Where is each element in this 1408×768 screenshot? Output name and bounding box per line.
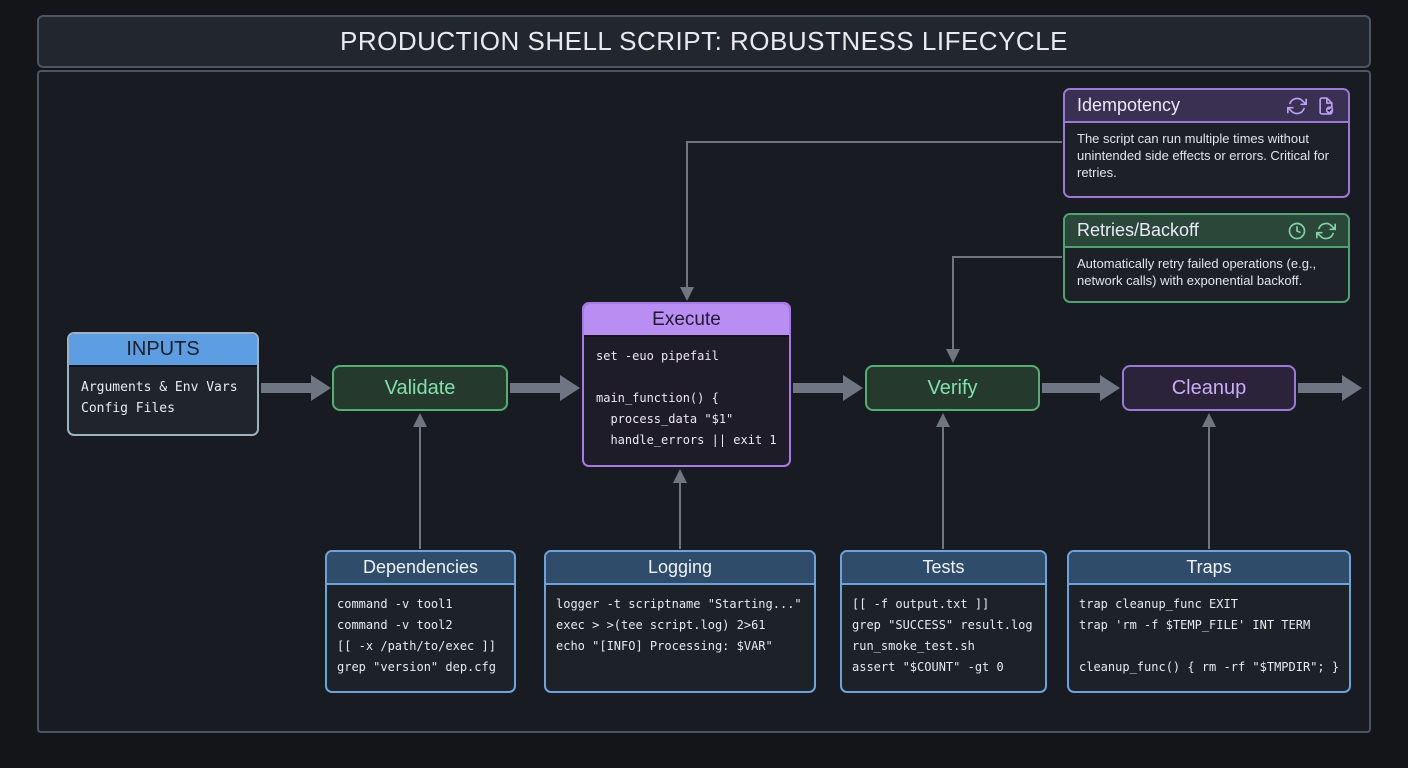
node-execute-header: Execute (584, 304, 789, 337)
callout-idempotency-body: The script can run multiple times withou… (1077, 131, 1329, 180)
callout-retries-icons (1287, 221, 1336, 241)
practice-tests-code: [[ -f output.txt ]] grep "SUCCESS" resul… (852, 597, 1033, 674)
practice-dependencies-title: Dependencies (362, 557, 479, 577)
clock-icon (1288, 222, 1306, 239)
practice-traps-title: Traps (1186, 557, 1232, 577)
practice-traps-header: Traps (1069, 552, 1349, 585)
practice-logging-title: Logging (647, 557, 713, 577)
node-validate: Validate (332, 365, 508, 411)
callout-retries-body: Automatically retry failed operations (e… (1077, 256, 1317, 288)
callout-retries-title: Retries/Backoff (1077, 220, 1199, 240)
practice-traps-code: trap cleanup_func EXIT trap 'rm -f $TEMP… (1079, 597, 1340, 674)
practice-tests-header: Tests (842, 552, 1045, 585)
node-verify: Verify (865, 365, 1040, 411)
node-execute: Execute set -euo pipefail main_function(… (582, 302, 791, 467)
callout-retries-backoff: Retries/Backoff Automatically retry fail… (1063, 213, 1350, 303)
practice-dependencies-code: command -v tool1 command -v tool2 [[ -x … (337, 597, 496, 674)
callout-retries-header: Retries/Backoff (1065, 215, 1348, 248)
node-execute-code: set -euo pipefail main_function() { proc… (596, 349, 777, 447)
practice-dependencies: Dependencies command -v tool1 command -v… (325, 550, 516, 693)
practice-tests: Tests [[ -f output.txt ]] grep "SUCCESS"… (840, 550, 1047, 693)
practice-dependencies-header: Dependencies (327, 552, 514, 585)
node-validate-label: Validate (384, 376, 456, 399)
practice-logging-header: Logging (546, 552, 814, 585)
node-verify-label: Verify (927, 376, 978, 399)
refresh-icon (1287, 97, 1307, 114)
node-cleanup-label: Cleanup (1171, 376, 1247, 399)
diagram-title-bar: PRODUCTION SHELL SCRIPT: ROBUSTNESS LIFE… (37, 15, 1371, 68)
node-inputs-header: INPUTS (69, 334, 257, 367)
node-inputs-title: INPUTS (126, 338, 200, 360)
practice-traps: Traps trap cleanup_func EXIT trap 'rm -f… (1067, 550, 1351, 693)
node-inputs: INPUTS Arguments & Env Vars Config Files (67, 332, 259, 436)
refresh-icon (1316, 222, 1336, 239)
node-inputs-code: Arguments & Env Vars Config Files (81, 380, 238, 416)
callout-idempotency-icons (1287, 96, 1336, 116)
callout-idempotency-header: Idempotency (1065, 90, 1348, 123)
node-cleanup: Cleanup (1122, 365, 1296, 411)
callout-idempotency-title: Idempotency (1077, 95, 1181, 115)
practice-logging-code: logger -t scriptname "Starting..." exec … (556, 597, 802, 653)
node-execute-title: Execute (652, 308, 721, 330)
callout-idempotency: Idempotency The script can run multiple … (1063, 88, 1350, 198)
practice-tests-title: Tests (922, 557, 965, 577)
practice-logging: Logging logger -t scriptname "Starting..… (544, 550, 816, 693)
diagram-title: PRODUCTION SHELL SCRIPT: ROBUSTNESS LIFE… (339, 26, 1069, 56)
file-check-icon (1319, 96, 1334, 115)
